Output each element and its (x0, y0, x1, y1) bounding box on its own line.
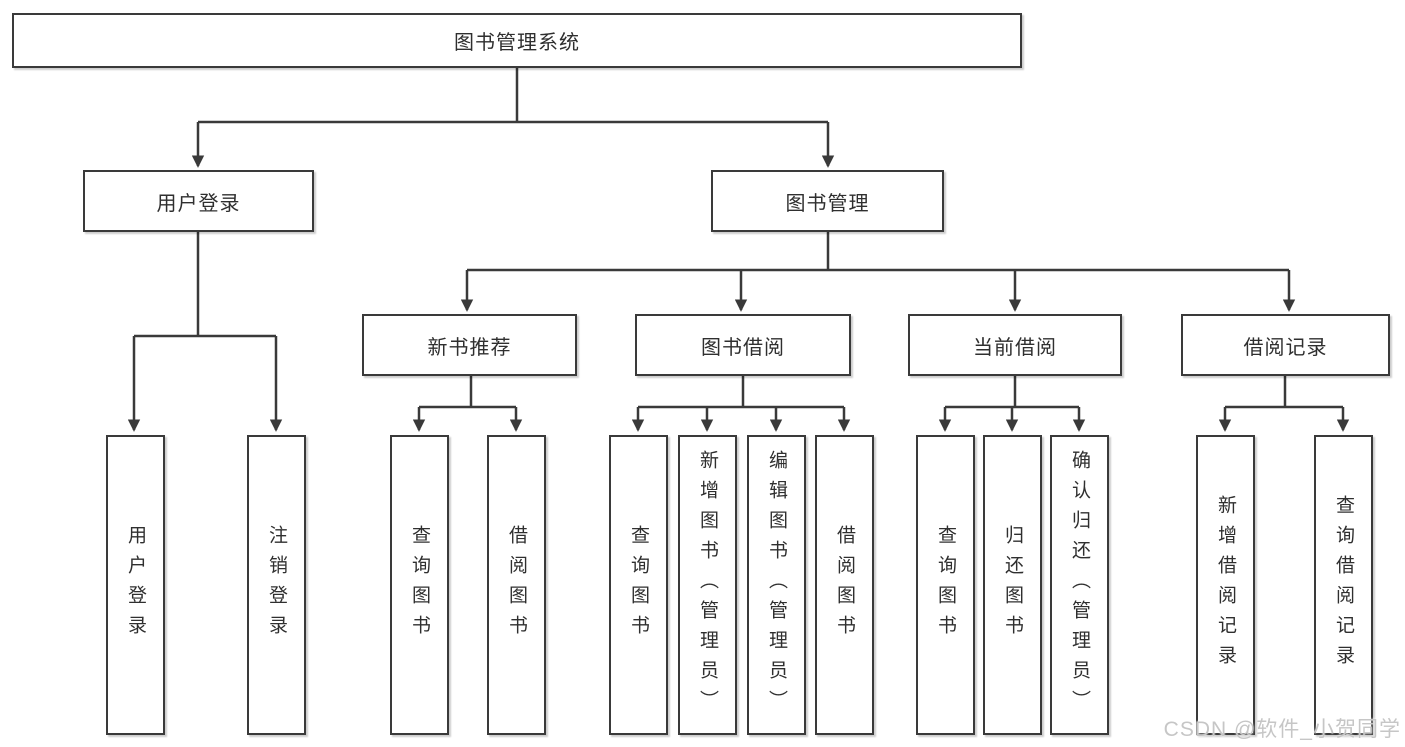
leaf-borrow-books-borrowing: 借阅图书 (815, 435, 874, 735)
node-label: 图书管理 (785, 192, 870, 215)
leaf-label: 借阅图书 (506, 525, 527, 645)
node-book-management: 图书管理 (711, 170, 944, 232)
node-label: 用户登录 (156, 192, 241, 215)
leaf-logout: 注销登录 (247, 435, 306, 735)
node-user-login: 用户登录 (83, 170, 314, 232)
leaf-add-borrow-record: 新增借阅记录 (1196, 435, 1255, 735)
leaf-query-books-borrowing: 查询图书 (609, 435, 668, 735)
leaf-label: 归还图书 (1002, 525, 1023, 645)
leaf-query-books-newbook: 查询图书 (390, 435, 449, 735)
leaf-user-login: 用户登录 (106, 435, 165, 735)
leaf-label: 注销登录 (266, 525, 287, 645)
node-book-borrowing: 图书借阅 (635, 314, 851, 376)
node-library-management-system: 图书管理系统 (12, 13, 1022, 68)
node-label: 图书管理系统 (454, 32, 580, 54)
leaf-edit-books-admin: 编辑图书（管理员） (747, 435, 806, 735)
node-label: 借阅记录 (1243, 336, 1328, 359)
leaf-query-borrow-record: 查询借阅记录 (1314, 435, 1373, 735)
leaf-borrow-books-newbook: 借阅图书 (487, 435, 546, 735)
node-new-book-recommendation: 新书推荐 (362, 314, 577, 376)
node-label: 新书推荐 (427, 336, 512, 359)
node-current-borrowing: 当前借阅 (908, 314, 1122, 376)
leaf-query-books-current: 查询图书 (916, 435, 975, 735)
csdn-watermark: CSDN @软件_小贺同学 (1163, 718, 1401, 741)
leaf-label: 新增借阅记录 (1215, 495, 1236, 675)
leaf-label: 查询图书 (935, 525, 956, 645)
node-label: 图书借阅 (701, 336, 785, 359)
leaf-label: 查询图书 (628, 525, 649, 645)
leaf-label: 查询图书 (409, 525, 430, 645)
leaf-return-books: 归还图书 (983, 435, 1042, 735)
leaf-label: 确认归还（管理员） (1069, 450, 1090, 720)
node-borrowing-records: 借阅记录 (1181, 314, 1390, 376)
leaf-add-books-admin: 新增图书（管理员） (678, 435, 737, 735)
leaf-label: 用户登录 (125, 525, 146, 645)
leaf-label: 新增图书（管理员） (697, 450, 718, 720)
leaf-label: 借阅图书 (834, 525, 855, 645)
leaf-label: 编辑图书（管理员） (766, 450, 787, 720)
leaf-confirm-return-admin: 确认归还（管理员） (1050, 435, 1109, 735)
node-label: 当前借阅 (973, 336, 1057, 359)
leaf-label: 查询借阅记录 (1333, 495, 1354, 675)
